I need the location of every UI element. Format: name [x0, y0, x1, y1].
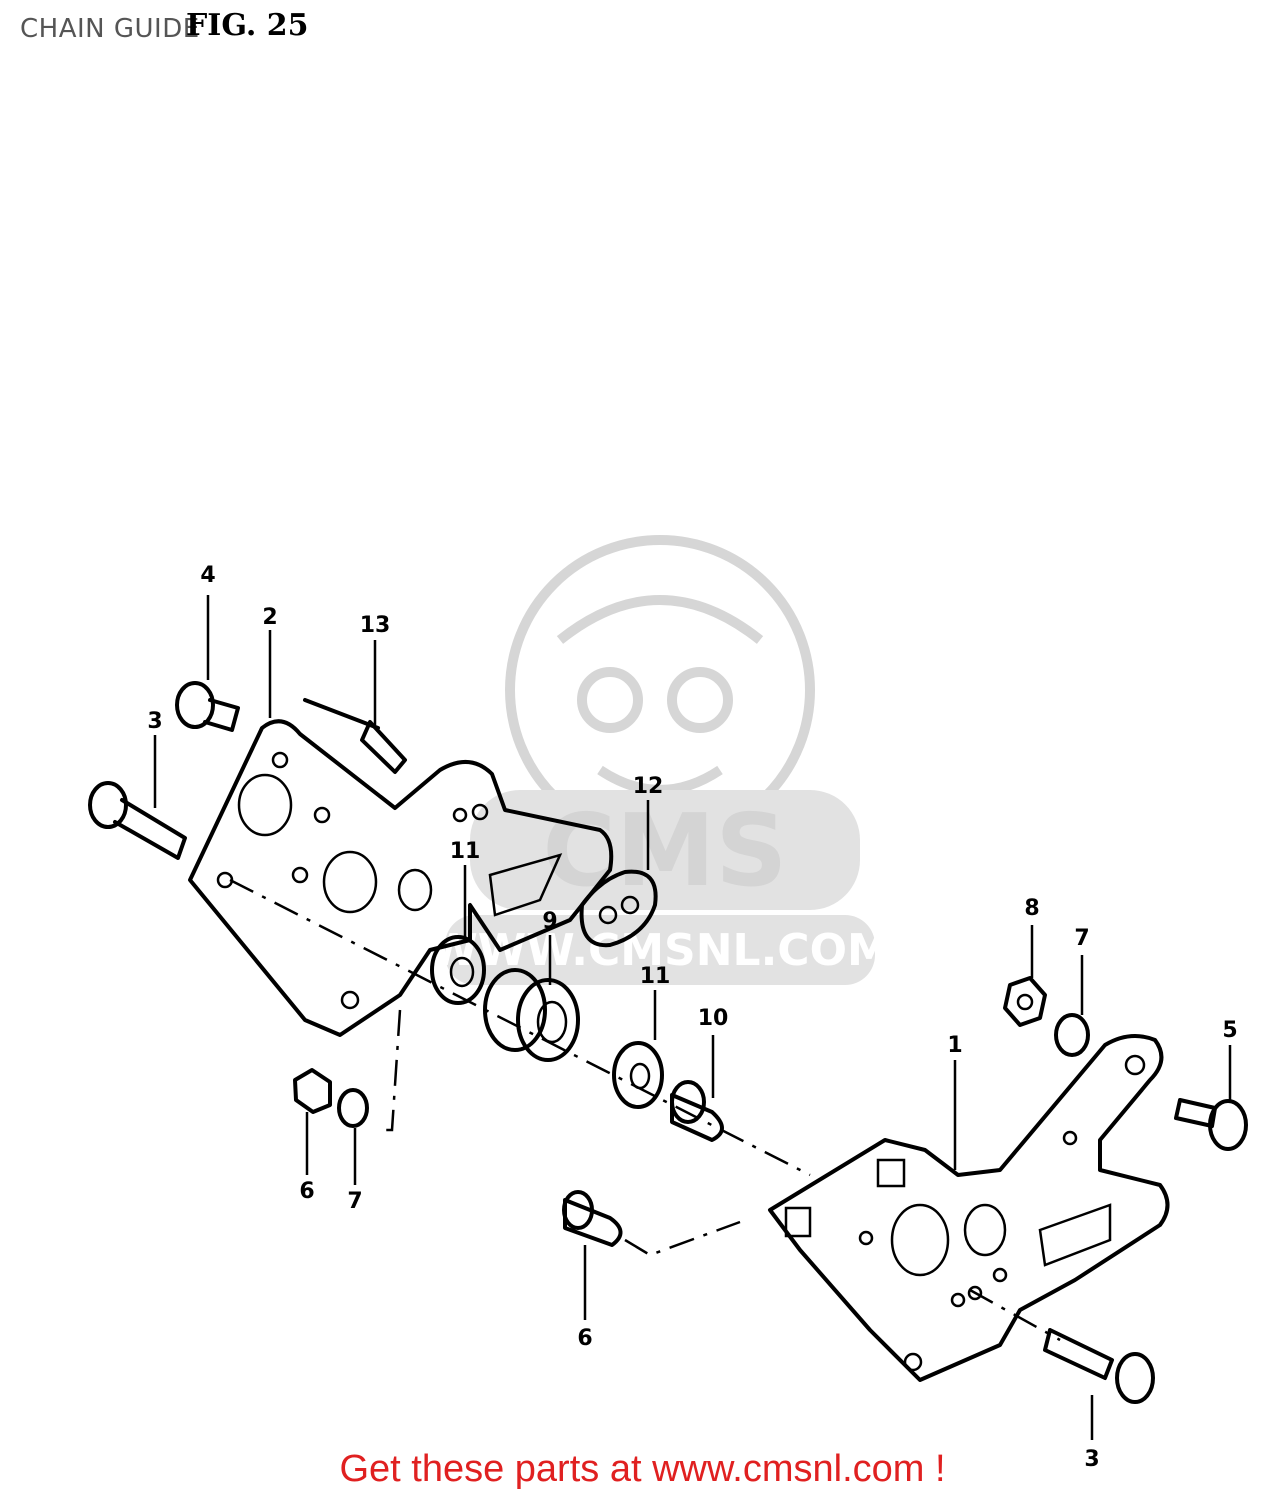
part-8-nut — [1003, 976, 1047, 1027]
part-3-bolt-lower — [1043, 1328, 1155, 1404]
callout-11-lower: 11 — [640, 964, 671, 989]
callout-9: 9 — [542, 909, 557, 934]
part-4-bolt — [175, 681, 240, 732]
callout-6-left: 6 — [299, 1179, 314, 1204]
part-7-washer-right — [1054, 1013, 1090, 1057]
callout-12: 12 — [633, 774, 664, 799]
part-10-spacer — [670, 1080, 724, 1142]
callout-5: 5 — [1222, 1018, 1237, 1043]
alignment-line-2 — [380, 1009, 402, 1132]
callout-7-left: 7 — [347, 1189, 362, 1214]
part-11-washer-lower — [612, 1041, 664, 1109]
watermark: CMS WWW.CMSNL.COM — [429, 535, 891, 985]
figure-number: FIG. 25 — [186, 8, 309, 43]
callout-3-upper: 3 — [147, 709, 162, 734]
footer-link-text[interactable]: Get these parts at www.cmsnl.com ! — [339, 1448, 946, 1490]
part-3-bolt-upper — [88, 781, 187, 860]
callout-2: 2 — [262, 605, 277, 630]
part-11-washer-upper — [430, 935, 486, 1005]
callout-11-upper: 11 — [450, 839, 481, 864]
alignment-line-3 — [624, 1220, 741, 1257]
part-6-spacer-lower — [562, 1190, 623, 1247]
part-11-washer-upper-hole — [449, 956, 475, 988]
callout-1: 1 — [947, 1033, 962, 1058]
alignment-line-1 — [229, 878, 811, 1177]
watermark-brand: CMS — [543, 792, 788, 909]
part-13-rivet — [303, 698, 407, 774]
callout-6-lower: 6 — [577, 1326, 592, 1351]
part-5-bolt — [1174, 1098, 1248, 1151]
callout-3-lower: 3 — [1084, 1447, 1099, 1472]
callout-8: 8 — [1024, 896, 1039, 921]
part-6-nut-left — [293, 1068, 332, 1114]
callout-4: 4 — [200, 563, 215, 588]
page-title: CHAIN GUIDE — [20, 14, 200, 44]
part-2-plate — [188, 719, 614, 1037]
callout-10: 10 — [698, 1006, 729, 1031]
watermark-url: WWW.CMSNL.COM — [429, 925, 891, 976]
alignment-line-4 — [969, 1288, 1061, 1342]
part-7-washer-left — [337, 1088, 369, 1128]
part-12-pad — [579, 869, 658, 948]
callout-7-right: 7 — [1074, 926, 1089, 951]
part-1-plate — [768, 1034, 1170, 1382]
callout-13: 13 — [360, 613, 391, 638]
